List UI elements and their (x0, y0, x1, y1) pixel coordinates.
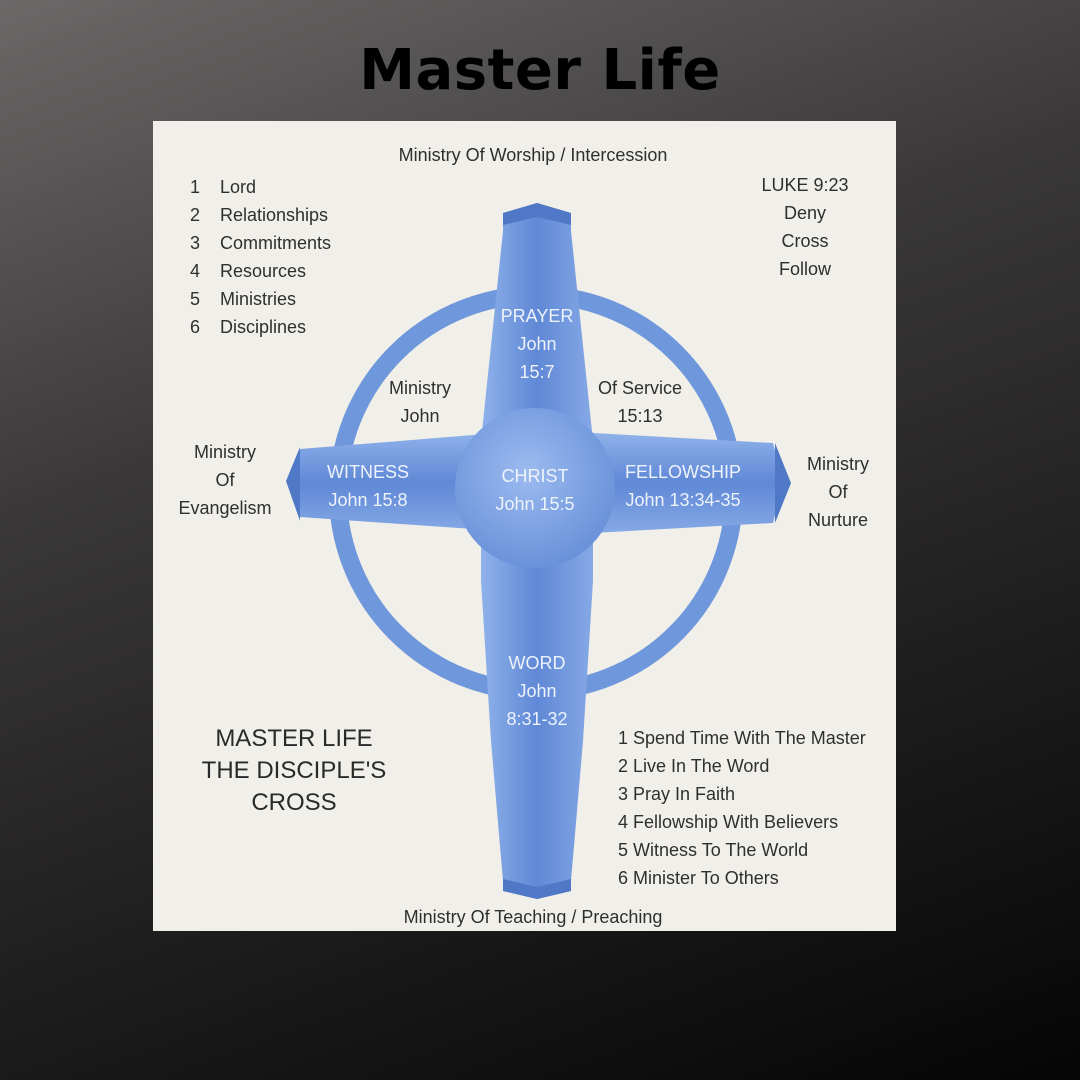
cross-title-line3: CROSS (251, 789, 337, 816)
top-ministry-label: Ministry Of Worship / Intercession (398, 145, 668, 165)
right-arrow (775, 443, 791, 523)
prayer-heading: PRAYER (500, 306, 574, 326)
prayer-ref-verse: 15:7 (519, 362, 555, 382)
left-ministry-line1: Ministry (194, 442, 256, 462)
list-item: 2 Live In The Word (618, 756, 770, 776)
right-ministry-line1: Ministry (807, 454, 869, 474)
word-ref-verse: 8:31-32 (506, 709, 568, 729)
center-hub (455, 408, 615, 568)
christ-ref: John 15:5 (495, 494, 575, 514)
right-ministry-line2: Of (828, 482, 848, 502)
left-arrow (286, 447, 300, 521)
of-service-ref: 15:13 (617, 406, 663, 426)
christ-heading: CHRIST (501, 466, 569, 486)
verse-word-deny: Deny (783, 203, 827, 223)
ministry-john-label: Ministry (389, 378, 451, 398)
right-ministry-line3: Nurture (807, 510, 869, 530)
list-item: 4 Fellowship With Believers (618, 812, 839, 832)
cross-title-line2: THE DISCIPLE'S (201, 757, 387, 784)
list-item: 3 Pray In Faith (618, 784, 736, 804)
left-ministry-line2: Of (215, 470, 235, 490)
left-ministry-line3: Evangelism (178, 498, 272, 518)
fellowship-ref: John 13:34-35 (625, 490, 741, 510)
disciples-cross-diagram: Ministry Of Worship / Intercession Minis… (153, 121, 896, 931)
list-item: 5 Witness To The World (618, 840, 809, 860)
verse-word-cross: Cross (781, 231, 829, 251)
list-item: 6 Minister To Others (618, 868, 779, 888)
ministry-john-ref: John (400, 406, 440, 426)
top-cap (503, 203, 571, 225)
cross-graphic (286, 203, 791, 899)
list-item: 1 Spend Time With The Master (618, 728, 866, 748)
of-service-label: Of Service (597, 378, 683, 398)
cross-title: MASTER LIFE THE DISCIPLE'S CROSS (164, 723, 424, 819)
prayer-ref-book: John (517, 334, 557, 354)
word-ref-book: John (517, 681, 557, 701)
bottom-cap (503, 879, 571, 899)
cross-title-line1: MASTER LIFE (215, 725, 373, 752)
verse-reference: LUKE 9:23 (761, 175, 849, 195)
page-title: Master Life (359, 38, 721, 103)
bottom-ministry-label: Ministry Of Teaching / Preaching (403, 907, 663, 927)
witness-heading: WITNESS (326, 462, 409, 482)
fellowship-heading: FELLOWSHIP (624, 462, 742, 482)
bottom-right-list: 1 Spend Time With The Master 2 Live In T… (618, 724, 866, 892)
word-heading: WORD (508, 653, 566, 673)
verse-word-follow: Follow (778, 259, 831, 279)
witness-ref: John 15:8 (328, 490, 408, 510)
